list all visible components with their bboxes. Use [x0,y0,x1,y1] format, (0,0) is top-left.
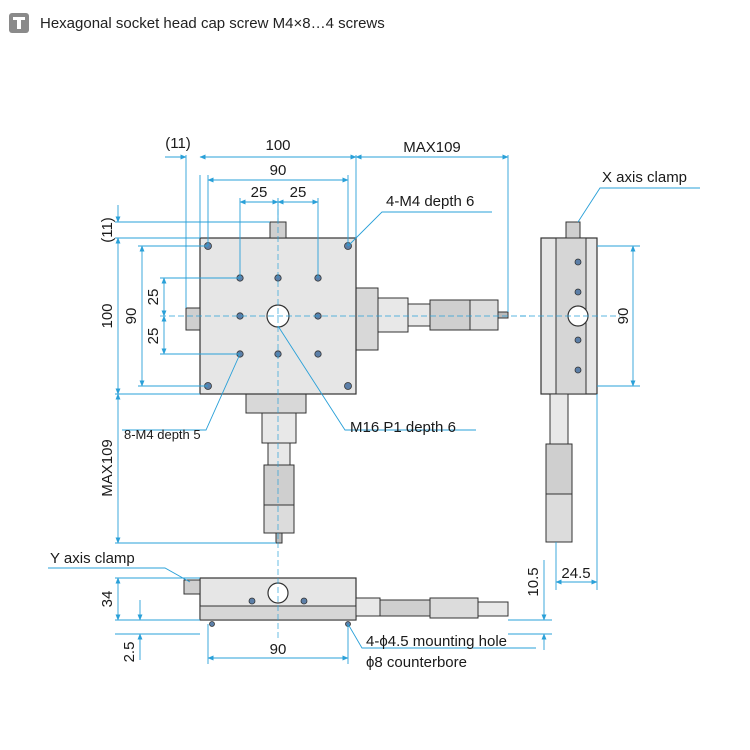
y-clamp-knob [185,307,201,331]
callout-m16: M16 P1 depth 6 [350,419,456,436]
dim-11-top: (11) [165,135,191,152]
front-micrometer [355,597,509,619]
screw-icon [9,13,29,33]
callout-8m4-depth5: 8-M4 depth 5 [124,427,201,442]
side-micrometer [545,393,573,543]
top-view [160,200,530,560]
x-micrometer [355,287,509,351]
dim-90-bottom: 90 [270,641,287,658]
dim-10-5: 10.5 [525,567,542,596]
dim-11-left: (11) [99,217,116,243]
x-axis-clamp-label: X axis clamp [602,169,687,186]
dim-25-left: 25 [251,184,268,201]
y-micrometer [245,392,307,544]
dim-max109-left: MAX109 [99,439,116,497]
dim-90-side: 90 [615,308,632,325]
counterbore-label: ϕ8 counterbore [366,654,467,671]
dim-90-left: 90 [123,308,140,325]
dim-100-left: 100 [99,303,116,328]
header-title: Hexagonal socket head cap screw M4×8…4 s… [40,14,385,32]
dim-25-right: 25 [290,184,307,201]
dimension-lines [48,154,700,664]
dim-34: 34 [99,591,116,608]
dim-2-5: 2.5 [121,642,138,663]
dimension-labels: (11) 100 MAX109 90 25 25 (11) 100 90 25 … [50,135,687,671]
dim-100-top: 100 [265,137,290,154]
dim-25-lower: 25 [145,328,162,345]
callout-4m4-depth6: 4-M4 depth 6 [386,193,474,210]
mounting-hole-label: 4-ϕ4.5 mounting hole [366,633,507,650]
y-axis-clamp-label: Y axis clamp [50,550,135,567]
front-view [183,560,509,640]
dim-24-5: 24.5 [561,565,590,582]
dim-max109-top: MAX109 [403,139,461,156]
side-view [520,221,620,543]
header: Hexagonal socket head cap screw M4×8…4 s… [9,10,385,36]
dim-90-top: 90 [270,162,287,179]
dim-25-upper: 25 [145,289,162,306]
